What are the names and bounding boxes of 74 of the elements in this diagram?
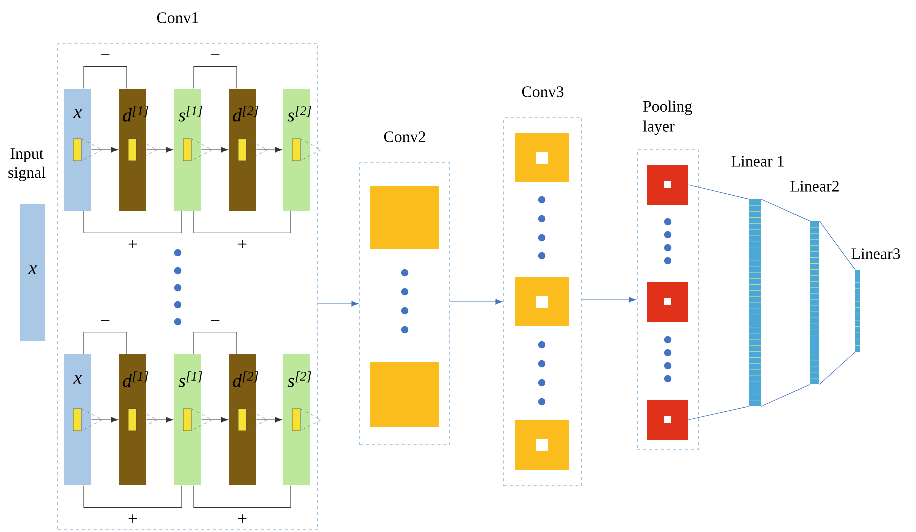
variable-label: s$^{[1]}$ (178, 372, 202, 388)
edge-label: − (211, 54, 220, 56)
connector-line (688, 184, 750, 200)
connector-line (688, 406, 750, 420)
arrow (91, 147, 118, 153)
arrow (256, 147, 282, 153)
variable-label: x (28, 266, 38, 274)
arrow (201, 417, 228, 423)
layer-title: Linear 1 (732, 156, 784, 167)
feature-bar (120, 354, 146, 486)
linear-layer-bar (748, 200, 762, 406)
feature-bar (64, 89, 92, 211)
feature-bar (64, 354, 92, 486)
feature-bar (230, 354, 256, 486)
layer-title: Pooling layer (643, 100, 692, 136)
edge-label: + (238, 514, 247, 523)
connector-line (760, 199, 811, 222)
feature-bar (120, 89, 146, 211)
feature-map (515, 420, 569, 470)
edge-label: − (211, 320, 220, 321)
connector-line (760, 384, 811, 407)
signal-bar (20, 204, 46, 342)
linear-layer-bar (855, 270, 861, 352)
edge-label: − (101, 320, 110, 321)
layer-title: Conv3 (522, 86, 564, 98)
connector-line (194, 485, 292, 508)
edge-label: + (128, 240, 138, 248)
variable-label: s$^{[2]}$ (288, 106, 312, 122)
layer-box (637, 150, 699, 450)
feature-bar (284, 89, 310, 211)
variable-label: x (74, 375, 82, 384)
linear-layer-bar (810, 222, 820, 384)
pooled-map (648, 282, 688, 322)
edge-label: + (128, 514, 138, 523)
edge-label: − (101, 54, 110, 56)
feature-bar (284, 354, 310, 486)
arrow (450, 299, 503, 305)
layer-title: Conv2 (384, 132, 426, 142)
feature-map (515, 278, 569, 326)
connector-line (819, 221, 856, 270)
arrow (201, 147, 228, 153)
connector-line (84, 332, 128, 355)
arrow (582, 297, 636, 303)
feature-bar (174, 354, 202, 486)
pooled-map (648, 400, 688, 440)
feature-map (370, 186, 440, 250)
arrow (318, 301, 359, 307)
feature-map (370, 362, 440, 428)
feature-bar (230, 89, 256, 211)
feature-map (515, 134, 569, 182)
layer-box (504, 118, 582, 486)
feature-bar (174, 89, 202, 211)
connector-line (194, 210, 292, 234)
variable-label: s$^{[2]}$ (288, 372, 312, 388)
connector-line (194, 66, 238, 90)
connector-line (819, 352, 856, 385)
layer-title: Linear2 (790, 181, 839, 192)
arrow (146, 417, 174, 423)
variable-label: x (74, 110, 82, 118)
connector-line (84, 210, 182, 234)
arrow (146, 147, 174, 153)
pooled-map (648, 165, 688, 205)
layer-title: Linear3 (852, 248, 900, 260)
layer-title: Conv1 (157, 12, 198, 24)
layer-box (360, 162, 450, 446)
connector-line (84, 485, 182, 508)
arrow (256, 417, 282, 423)
edge-label: + (238, 240, 247, 248)
connector-line (194, 332, 238, 355)
layer-box (58, 44, 318, 530)
connector-line (84, 66, 128, 90)
variable-label: s$^{[1]}$ (178, 106, 202, 122)
layer-title: Input signal (8, 148, 46, 182)
arrow (91, 417, 118, 423)
